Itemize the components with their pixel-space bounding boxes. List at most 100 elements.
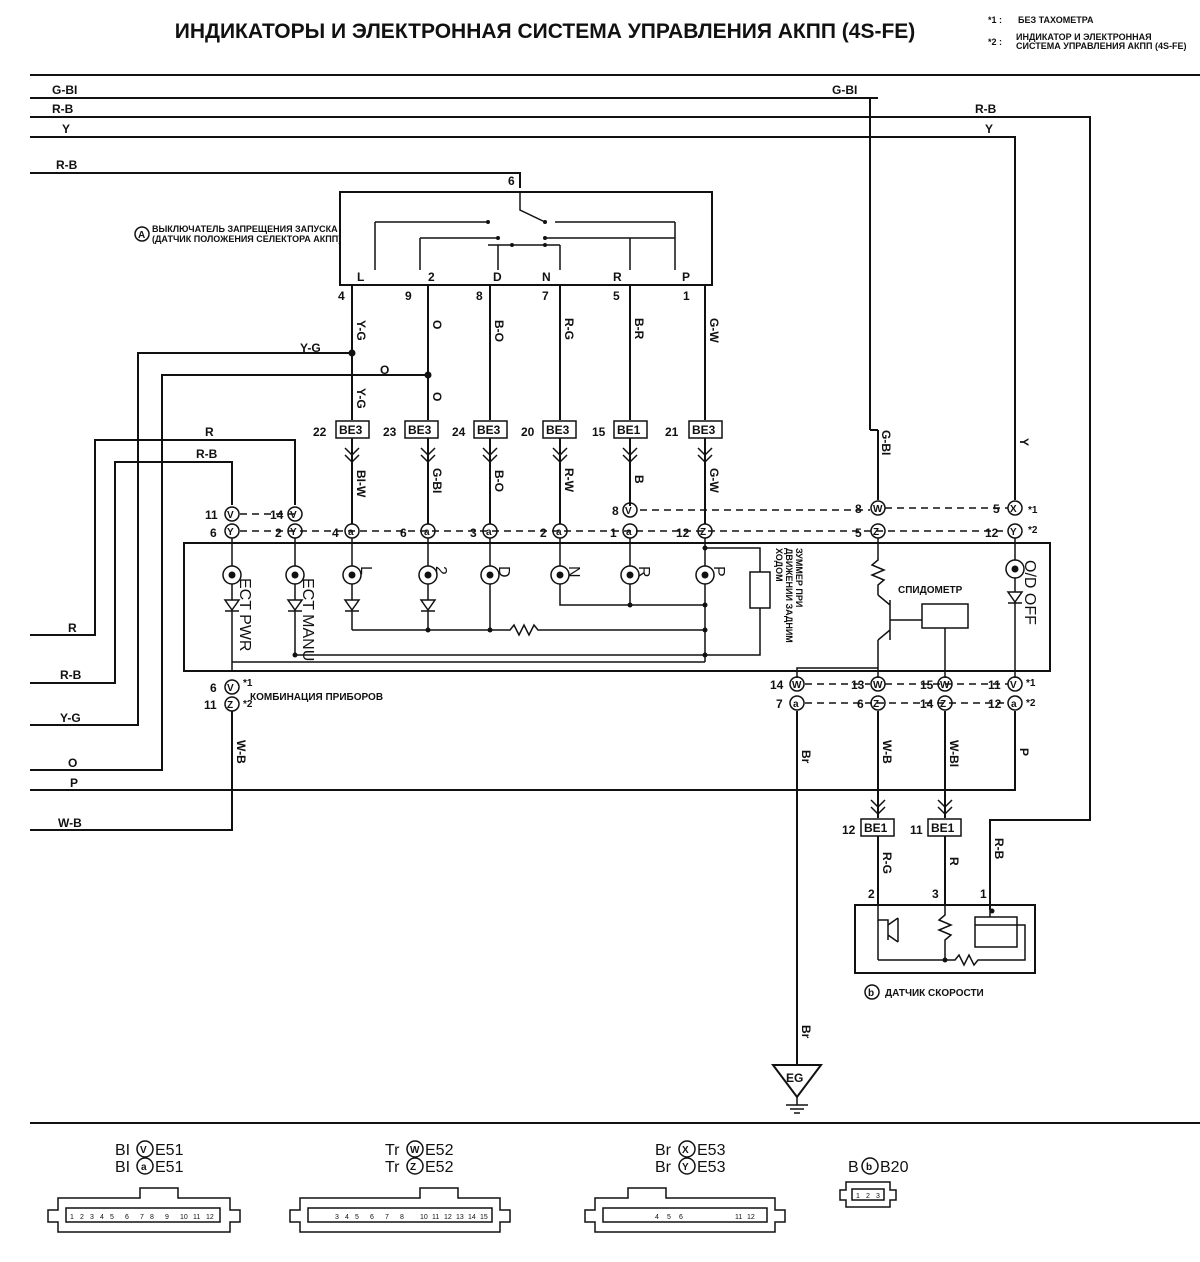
- lamp-label-od-off: O/D OFF: [1021, 560, 1038, 625]
- wire-b-o-upper: B-O: [492, 320, 506, 342]
- svg-text:BE3: BE3: [408, 423, 432, 437]
- svg-text:4: 4: [100, 1214, 104, 1221]
- lamp-p: P: [695, 538, 727, 662]
- wire-label-r-inner: R: [205, 425, 214, 439]
- speedometer-box: [921, 603, 969, 629]
- svg-text:Z: Z: [700, 527, 706, 538]
- svg-text:15: 15: [480, 1214, 488, 1221]
- svg-text:3: 3: [335, 1214, 339, 1221]
- svg-text:12: 12: [676, 526, 690, 540]
- svg-text:W: W: [873, 504, 883, 515]
- svg-text:7: 7: [385, 1214, 389, 1221]
- neutral-start-switch: 6 L 2 D N R P 4 9 8 7 5 1 A ВЫКЛЮЧАТЕ: [134, 174, 713, 303]
- svg-text:1: 1: [610, 526, 617, 540]
- switch-marker: A: [138, 230, 145, 241]
- svg-text:4: 4: [345, 1214, 349, 1221]
- svg-text:a: a: [1011, 699, 1017, 710]
- svg-text:*1: *1: [243, 678, 253, 689]
- wire-y-g-upper: Y-G: [354, 320, 368, 341]
- svg-text:a: a: [793, 699, 799, 710]
- svg-text:13: 13: [456, 1214, 464, 1221]
- be1-connector-15: 15 BE1: [592, 420, 648, 439]
- lamp-d: D: [480, 538, 512, 630]
- switch-label-box: ВЫКЛЮЧАТЕЛЬ ЗАПРЕЩЕНИЯ ЗАПУСКА (ДАТЧИК П…: [152, 224, 341, 244]
- wire-w-bi: W-BI: [947, 740, 961, 767]
- wire-o-lower: O: [430, 392, 444, 401]
- top-wire-labels: G-BI R-B Y R-B G-BI R-B Y: [52, 83, 997, 172]
- svg-text:*1: *1: [1026, 678, 1036, 689]
- svg-text:11: 11: [193, 1214, 200, 1221]
- switch-pin-8: 8: [476, 289, 483, 303]
- svg-text:V: V: [625, 506, 632, 517]
- wire-br-lower: Br: [799, 1025, 813, 1039]
- svg-text:b: b: [866, 1162, 872, 1173]
- svg-text:BE1: BE1: [931, 821, 955, 835]
- buzzer-label: ЗУММЕР ПРИ ДВИЖЕНИИ ЗАДНИМ ХОДОМ: [774, 548, 804, 643]
- svg-text:W: W: [410, 1145, 420, 1156]
- lamp-label-d: D: [495, 566, 512, 578]
- svg-text:BE3: BE3: [339, 423, 363, 437]
- svg-text:1: 1: [856, 1193, 860, 1200]
- sensor-label: ДАТЧИК СКОРОСТИ: [885, 988, 984, 999]
- svg-text:BE1: BE1: [617, 423, 641, 437]
- svg-text:*1: *1: [1028, 505, 1038, 516]
- wire-label-y: Y: [62, 122, 70, 136]
- svg-text:E53: E53: [697, 1142, 726, 1159]
- speedometer-label: СПИДОМЕТР: [898, 585, 963, 596]
- svg-text:BE3: BE3: [692, 423, 716, 437]
- wire-br: Br: [799, 750, 813, 764]
- svg-text:14: 14: [770, 678, 784, 692]
- wire-label-y-right: Y: [985, 122, 993, 136]
- svg-text:E52: E52: [425, 1159, 454, 1176]
- switch-position-2: 2: [428, 270, 435, 284]
- svg-text:Br: Br: [655, 1142, 672, 1159]
- wire-r-w: R-W: [562, 468, 576, 493]
- svg-text:BI: BI: [115, 1159, 130, 1176]
- lamp-label-ect-manu: ECT MANU: [299, 578, 316, 661]
- svg-text:7: 7: [140, 1214, 144, 1221]
- wire-w-b-inner: W-B: [234, 740, 248, 764]
- wire-label-rb-2: R-B: [56, 158, 78, 172]
- svg-text:8: 8: [612, 504, 619, 518]
- svg-text:2: 2: [866, 1193, 870, 1200]
- wire-label-y-g-inner: Y-G: [300, 341, 321, 355]
- buzzer-label-box: ЗУММЕР ПРИ ДВИЖЕНИИ ЗАДНИМ ХОДОМ: [774, 548, 804, 643]
- switch-marker-circle: [134, 226, 150, 242]
- svg-text:2: 2: [540, 526, 547, 540]
- lamp-2: 2: [418, 538, 449, 630]
- be3-connector-row: 22 BE3 23 BE3 24 BE3 20 BE3 15 BE1 21 BE…: [313, 420, 723, 439]
- svg-text:V: V: [140, 1145, 147, 1156]
- svg-text:*2: *2: [1028, 525, 1038, 536]
- svg-text:Tr: Tr: [385, 1142, 400, 1159]
- wire-g-bi: G-BI: [430, 468, 444, 493]
- lamp-label-2: 2: [432, 566, 449, 575]
- svg-text:Y: Y: [682, 1162, 689, 1173]
- switch-position-r: R: [613, 270, 622, 284]
- svg-text:6: 6: [125, 1214, 129, 1221]
- svg-text:X: X: [1010, 504, 1017, 515]
- svg-text:11: 11: [204, 698, 217, 712]
- lamp-n: N: [550, 538, 630, 606]
- legend-b20: B b B20 1 2 3: [839, 1157, 909, 1208]
- legend-e51: BI V E51 BI a E51 1 2 3 4 5 6 7 8 9 10 1…: [47, 1140, 241, 1233]
- switch-common-pin: 6: [508, 174, 515, 188]
- wire-r-b: R-B: [992, 838, 1006, 860]
- svg-text:a: a: [348, 527, 354, 538]
- legend-e53: Br X E53 Br Y E53 4 5 6 11 12: [584, 1140, 786, 1233]
- svg-text:6: 6: [400, 526, 407, 540]
- svg-text:3: 3: [470, 526, 477, 540]
- svg-text:8: 8: [150, 1214, 154, 1221]
- svg-text:14: 14: [920, 697, 934, 711]
- lamp-label-l: L: [357, 566, 374, 575]
- svg-text:Y: Y: [1010, 527, 1017, 538]
- wire-label-o: O: [68, 756, 77, 770]
- svg-text:2: 2: [275, 526, 282, 540]
- svg-text:B: B: [848, 1159, 859, 1176]
- lower-wires: W-B P Br W-B W-BI Br: [30, 711, 1031, 1065]
- svg-text:24: 24: [452, 425, 466, 439]
- svg-text:Z: Z: [410, 1162, 416, 1173]
- svg-text:13: 13: [851, 678, 865, 692]
- sensor-marker: b: [868, 988, 874, 999]
- ground-eg: EG: [771, 1064, 823, 1114]
- wire-p-inner: P: [1017, 748, 1031, 756]
